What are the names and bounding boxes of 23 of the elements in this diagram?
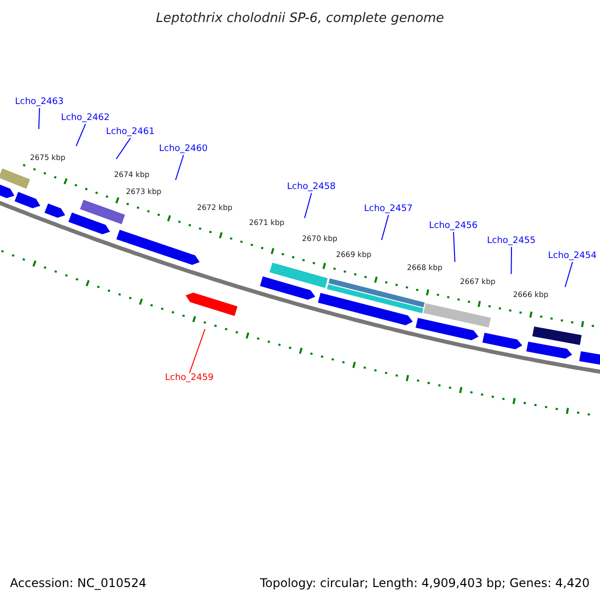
gene-label: Lcho_2457	[364, 205, 413, 214]
leader-line	[304, 192, 312, 218]
gene-label: Lcho_2456	[429, 222, 478, 231]
leader-line	[38, 108, 40, 130]
genome-info-text: Topology: circular; Length: 4,909,403 bp; Genes: 4,420	[260, 577, 590, 589]
gene-label: Lcho_2455	[487, 237, 536, 246]
gene-label: Lcho_2459	[165, 374, 214, 383]
leader-line	[76, 124, 86, 146]
leader-line	[510, 246, 512, 274]
gene-label: Lcho_2458	[287, 183, 336, 192]
leader-line	[453, 232, 456, 262]
leader-line	[116, 138, 131, 160]
leader-line	[381, 214, 389, 240]
gene-label: Lcho_2460	[159, 145, 208, 154]
gene-label: Lcho_2462	[61, 114, 110, 123]
accession-text: Accession: NC_010524	[10, 577, 146, 589]
leader-line	[564, 262, 573, 288]
gene-label: Lcho_2461	[106, 128, 155, 137]
leader-line	[189, 328, 206, 374]
leader-line	[175, 154, 184, 180]
gene-label: Lcho_2454	[548, 252, 597, 261]
title: Leptothrix cholodnii SP-6, complete genome	[155, 12, 445, 25]
gene-label: Lcho_2463	[15, 98, 64, 107]
